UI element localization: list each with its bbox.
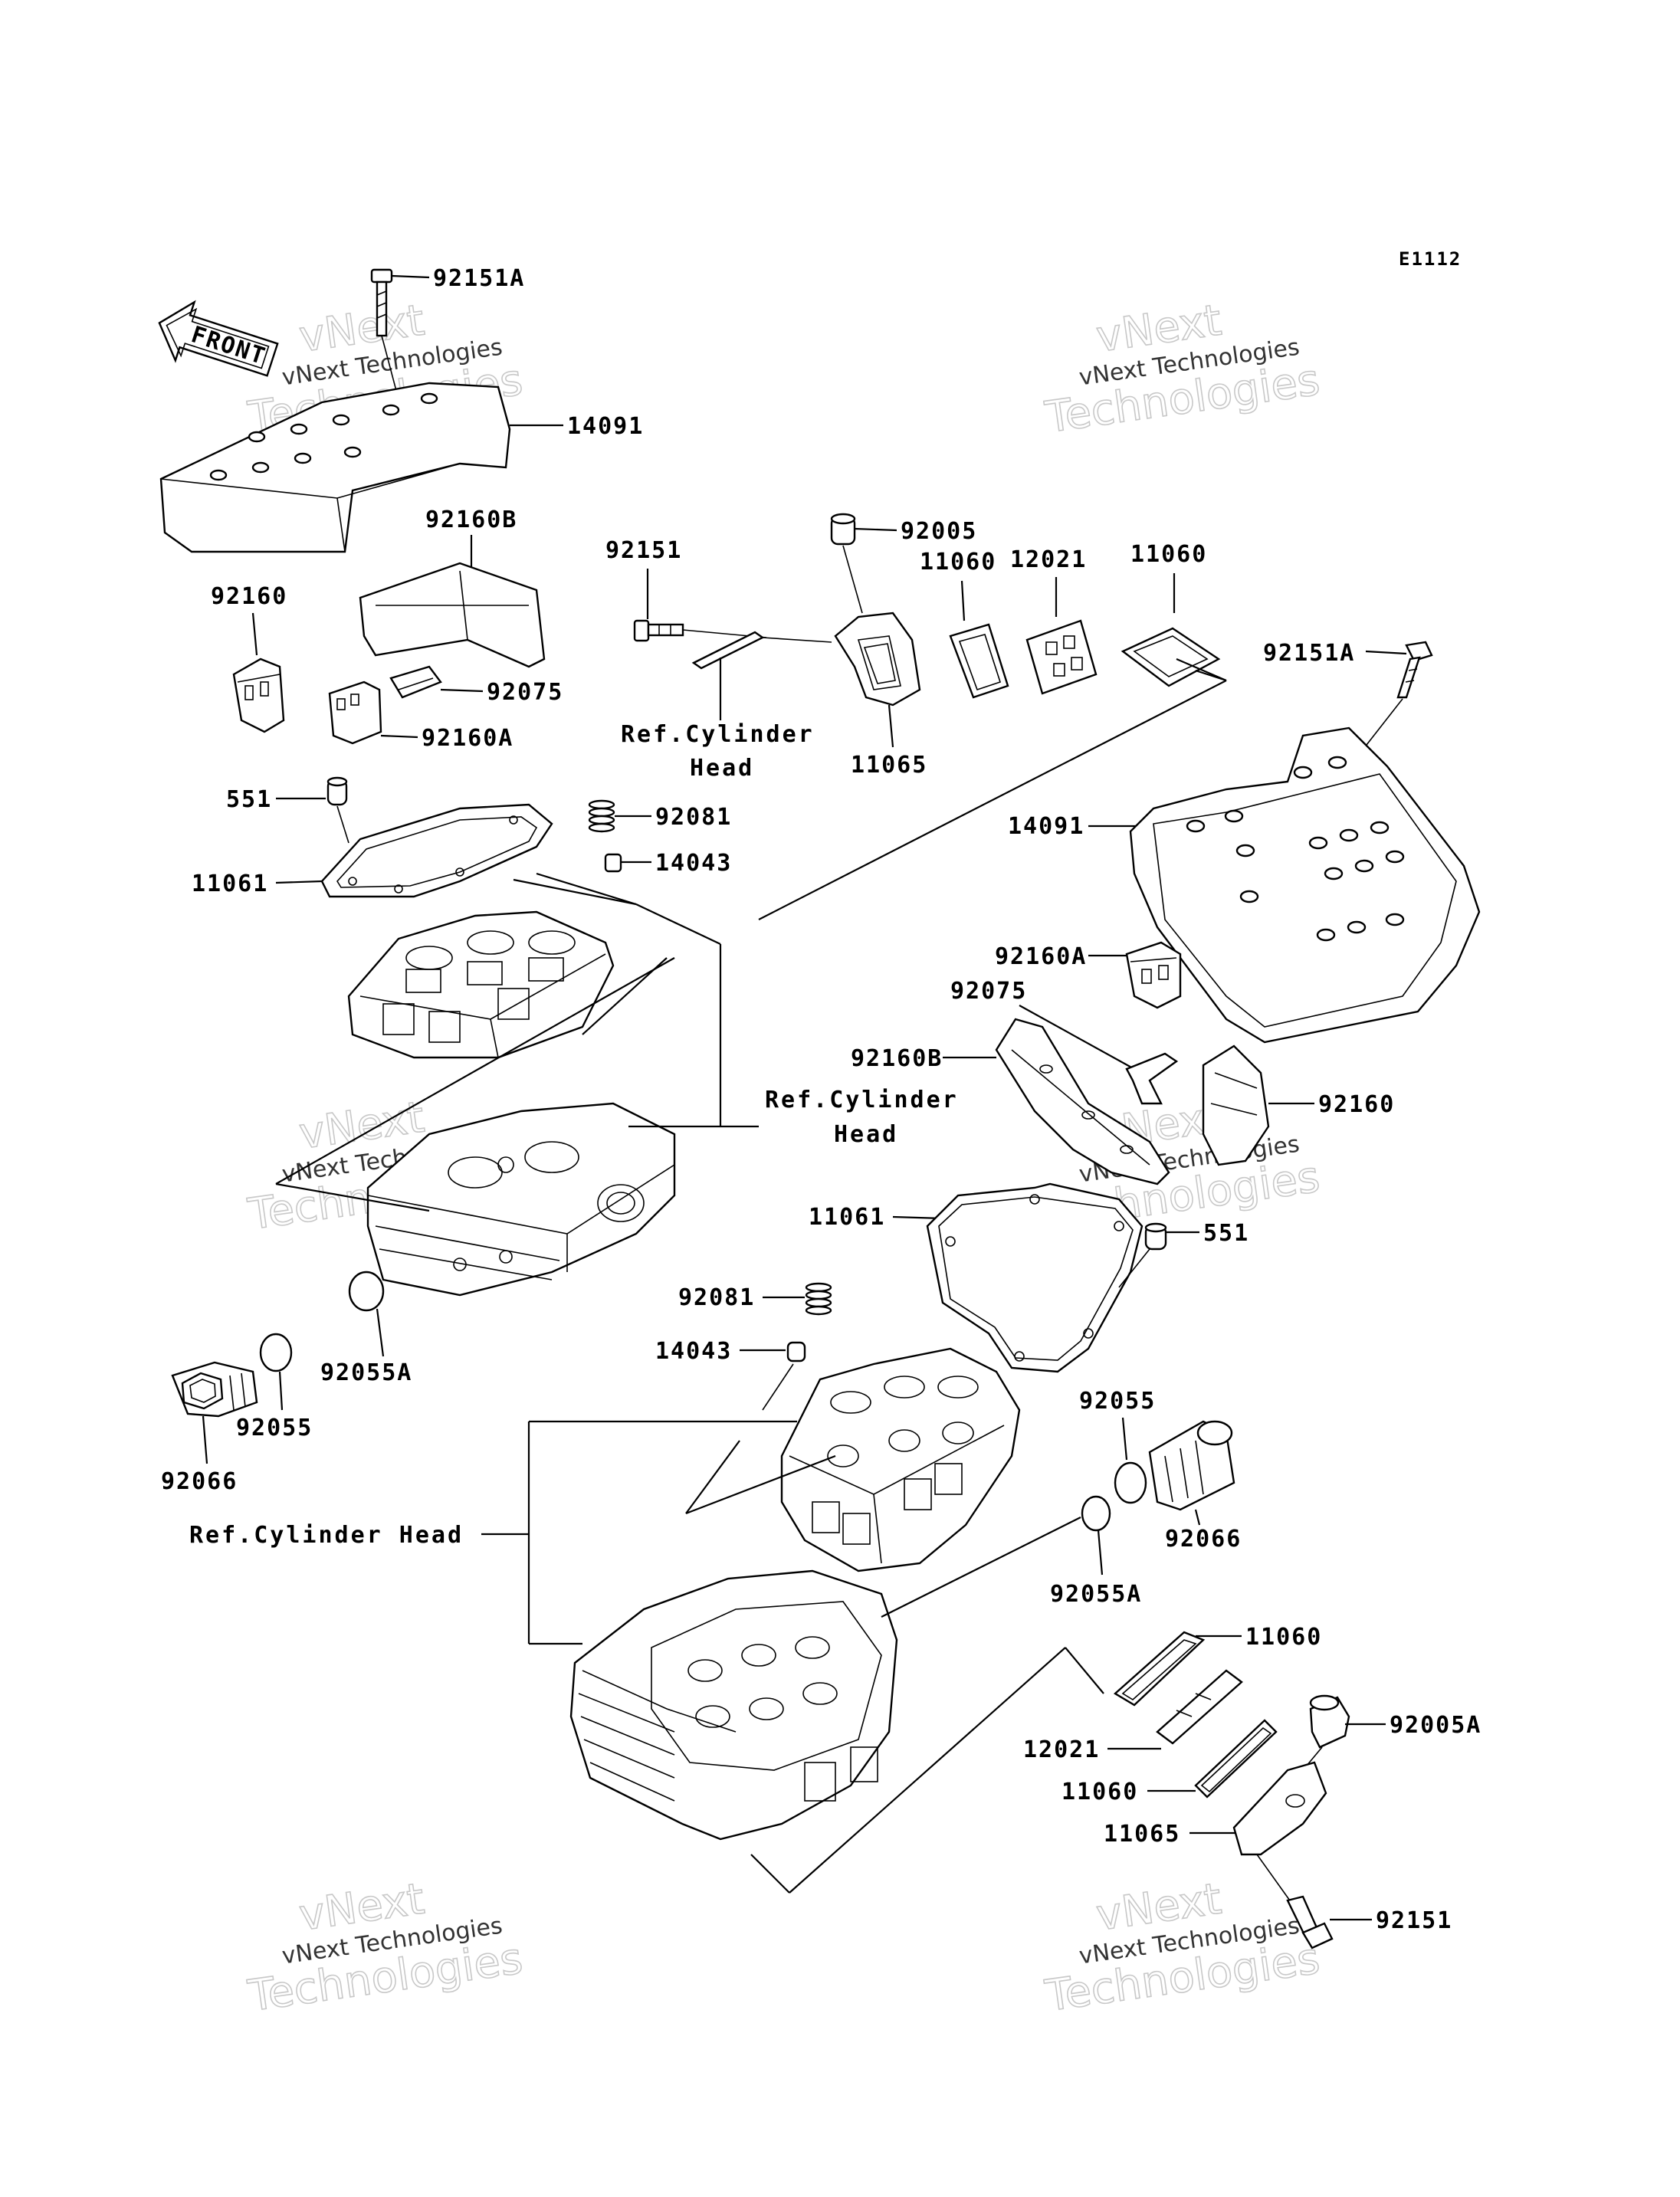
label-92151-top: 92151 bbox=[605, 537, 682, 564]
watermark-bottom-left: vNext vNext Technologies Technologies bbox=[244, 1874, 527, 2022]
cover-14091-right bbox=[1129, 726, 1481, 1044]
label-11061-left: 11061 bbox=[192, 871, 268, 897]
cylinder-head-left bbox=[366, 1102, 676, 1297]
gasket-11060-d bbox=[1194, 1719, 1278, 1799]
label-92160b-right: 92160B bbox=[851, 1045, 943, 1072]
figure-code: E1112 bbox=[1399, 248, 1462, 270]
label-14091-top: 14091 bbox=[567, 413, 644, 440]
label-11060-b: 11060 bbox=[1130, 541, 1207, 568]
collar-551-left bbox=[326, 776, 348, 806]
oring-92055a-right bbox=[1081, 1495, 1111, 1532]
ref-cylinder-head-1-line2: Head bbox=[834, 1121, 898, 1148]
label-14091-right: 14091 bbox=[1008, 813, 1084, 840]
label-12021-bottom: 12021 bbox=[1023, 1736, 1100, 1763]
damper-92160-right bbox=[1202, 1044, 1270, 1166]
reed-valve-12021-bottom bbox=[1156, 1669, 1243, 1745]
cap-92005 bbox=[830, 513, 856, 546]
label-11065-bottom: 11065 bbox=[1104, 1821, 1180, 1848]
gasket-11060-a bbox=[949, 623, 1009, 699]
gasket-11060-b bbox=[1121, 627, 1221, 687]
rubber-92075-left bbox=[389, 665, 442, 699]
reed-valve-12021-top bbox=[1025, 619, 1098, 695]
damper-92160a-left bbox=[328, 680, 382, 745]
label-92160b-left: 92160B bbox=[425, 507, 517, 533]
cylinder-head-right bbox=[569, 1569, 898, 1841]
cap-14043-left bbox=[604, 853, 622, 873]
label-92160-right: 92160 bbox=[1318, 1091, 1395, 1118]
label-11061-right: 11061 bbox=[809, 1204, 885, 1231]
fitting-92066-left bbox=[171, 1361, 258, 1418]
label-92081-left: 92081 bbox=[655, 804, 732, 831]
label-11060-c: 11060 bbox=[1245, 1624, 1322, 1651]
ref-cylinder-head-1-line1: Ref.Cylinder bbox=[765, 1087, 959, 1113]
label-92055-right: 92055 bbox=[1079, 1388, 1156, 1415]
label-11060-a: 11060 bbox=[920, 549, 996, 575]
front-arrow-icon: FRONT bbox=[158, 300, 279, 377]
label-92160-left: 92160 bbox=[211, 583, 287, 610]
bolt-92151-bottom bbox=[1286, 1895, 1334, 1949]
cover-14091-top bbox=[159, 382, 511, 553]
label-551-right: 551 bbox=[1203, 1220, 1249, 1247]
baffle-92160b-left bbox=[359, 562, 546, 668]
label-92066-left: 92066 bbox=[161, 1468, 238, 1495]
label-92066-right: 92066 bbox=[1165, 1526, 1242, 1553]
label-12021-top: 12021 bbox=[1010, 546, 1087, 573]
label-92160a-right: 92160A bbox=[995, 943, 1087, 970]
housing-11065-top bbox=[834, 612, 921, 707]
label-92151-bottom: 92151 bbox=[1376, 1907, 1452, 1934]
spring-92081-right bbox=[805, 1282, 832, 1316]
label-92075-right: 92075 bbox=[950, 978, 1027, 1005]
ref-cylinder-head-3: Ref.Cylinder Head bbox=[189, 1522, 464, 1549]
label-92151a-right: 92151A bbox=[1263, 640, 1355, 667]
bolt-92151a-right bbox=[1396, 641, 1433, 699]
collar-551-right bbox=[1144, 1222, 1167, 1251]
damper-92160a-right bbox=[1125, 941, 1182, 1009]
baffle-92160b-right bbox=[995, 1018, 1170, 1185]
label-92055a-right: 92055A bbox=[1050, 1581, 1142, 1608]
label-92160a-left: 92160A bbox=[422, 725, 514, 752]
ref-cylinder-head-2-line1: Ref.Cylinder bbox=[621, 721, 815, 748]
upper-head-left bbox=[347, 910, 615, 1059]
label-92081-right: 92081 bbox=[678, 1284, 755, 1311]
cap-92005a bbox=[1309, 1694, 1350, 1749]
gasket-11061-right bbox=[926, 1182, 1144, 1373]
label-92005: 92005 bbox=[901, 518, 977, 545]
gasket-11060-c bbox=[1113, 1631, 1206, 1707]
rubber-92075-right bbox=[1125, 1052, 1179, 1105]
ref-cylinder-head-2-line2: Head bbox=[690, 755, 754, 782]
fitting-92066-right bbox=[1148, 1420, 1235, 1511]
gasket-11061-left bbox=[320, 803, 553, 898]
oring-92055-left bbox=[259, 1333, 293, 1372]
label-14043-right: 14043 bbox=[655, 1338, 732, 1365]
watermark-top-right: vNext vNext Technologies Technologies bbox=[1042, 295, 1324, 444]
oring-92055a-left bbox=[348, 1271, 385, 1312]
label-92075-left: 92075 bbox=[487, 679, 563, 706]
spring-92081-left bbox=[588, 799, 615, 833]
bolt-92151a-top bbox=[370, 268, 403, 415]
housing-11065-bottom bbox=[1232, 1761, 1327, 1856]
oring-92055-right bbox=[1114, 1461, 1147, 1504]
label-11060-d: 11060 bbox=[1061, 1779, 1138, 1805]
label-92151a-top: 92151A bbox=[433, 265, 525, 292]
cap-14043-right bbox=[786, 1341, 806, 1362]
label-92055-left: 92055 bbox=[236, 1415, 313, 1441]
label-92055a-left: 92055A bbox=[320, 1359, 412, 1386]
label-92005a: 92005A bbox=[1390, 1712, 1481, 1739]
label-11065-top: 11065 bbox=[851, 752, 927, 779]
label-551-left: 551 bbox=[226, 786, 272, 813]
damper-92160-left bbox=[232, 657, 285, 733]
upper-head-right bbox=[780, 1347, 1021, 1572]
bolt-92151-top bbox=[633, 619, 684, 642]
ref-pin-top bbox=[691, 631, 765, 670]
label-14043-left: 14043 bbox=[655, 850, 732, 877]
